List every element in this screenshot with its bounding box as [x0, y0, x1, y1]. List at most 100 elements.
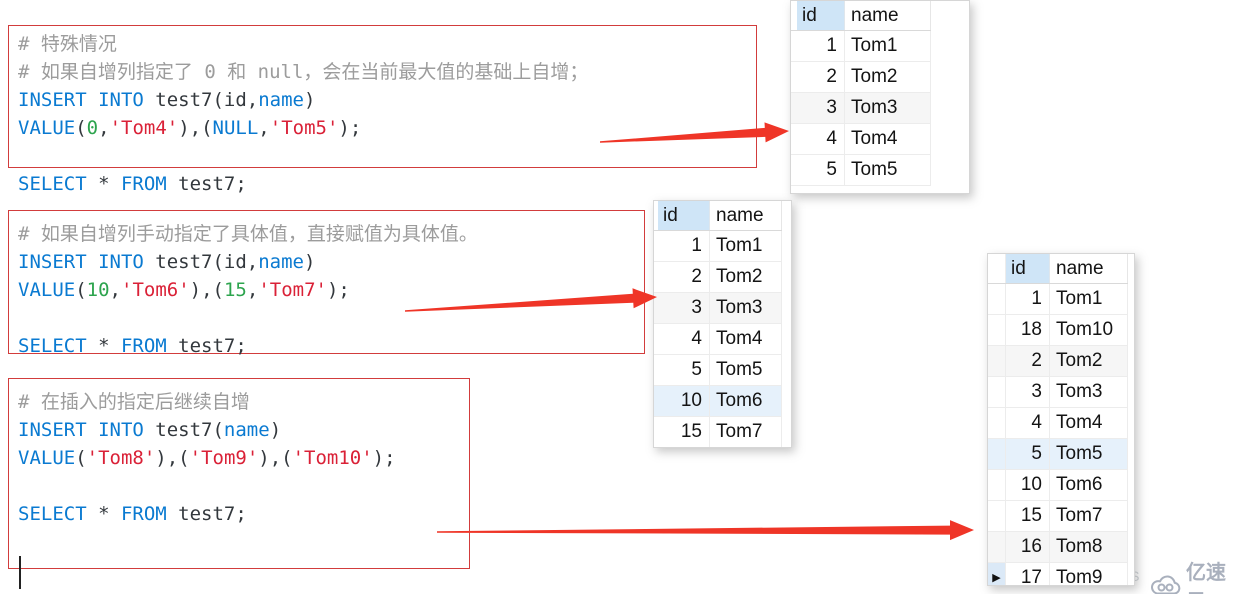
- cell-name[interactable]: Tom6: [1050, 470, 1128, 500]
- cell-id[interactable]: 2: [658, 262, 710, 292]
- cell-name[interactable]: Tom10: [1050, 315, 1128, 345]
- cell-id[interactable]: 1: [658, 231, 710, 261]
- cell-name[interactable]: Tom5: [710, 355, 782, 385]
- cell-id[interactable]: 3: [1006, 377, 1050, 407]
- cell-name[interactable]: Tom6: [710, 386, 782, 416]
- row-gutter-cell[interactable]: [988, 284, 1006, 314]
- cell-name[interactable]: Tom3: [845, 93, 931, 123]
- cell-name[interactable]: Tom4: [710, 324, 782, 354]
- cell-id[interactable]: 4: [797, 124, 845, 154]
- code-line[interactable]: INSERT INTO test7(id,name): [18, 86, 588, 114]
- code-line[interactable]: VALUE(0,'Tom4'),(NULL,'Tom5');: [18, 114, 588, 142]
- cell-name[interactable]: Tom8: [1050, 532, 1128, 562]
- code-line[interactable]: INSERT INTO test7(name): [18, 416, 396, 444]
- code-line[interactable]: # 如果自增列手动指定了具体值，直接赋值为具体值。: [18, 220, 478, 248]
- cell-name[interactable]: Tom3: [1050, 377, 1128, 407]
- code-line[interactable]: [18, 472, 396, 500]
- row-gutter-cell[interactable]: [988, 501, 1006, 531]
- column-header-id[interactable]: id: [1006, 254, 1050, 283]
- row-gutter-cell[interactable]: [988, 315, 1006, 345]
- code-line[interactable]: VALUE('Tom8'),('Tom9'),('Tom10');: [18, 444, 396, 472]
- column-header-name[interactable]: name: [1050, 254, 1128, 283]
- cell-id[interactable]: 5: [1006, 439, 1050, 469]
- row-gutter-cell[interactable]: ▶: [988, 563, 1006, 585]
- column-header-id[interactable]: id: [658, 201, 710, 230]
- code-line[interactable]: [18, 142, 588, 170]
- column-header-id[interactable]: id: [797, 1, 845, 30]
- cell-name[interactable]: Tom2: [710, 262, 782, 292]
- cell-id[interactable]: 4: [1006, 408, 1050, 438]
- code-line[interactable]: INSERT INTO test7(id,name): [18, 248, 478, 276]
- cell-id[interactable]: 1: [797, 31, 845, 61]
- cell-name[interactable]: Tom4: [845, 124, 931, 154]
- cell-id[interactable]: 15: [658, 417, 710, 447]
- cell-name[interactable]: Tom2: [1050, 346, 1128, 376]
- cell-name[interactable]: Tom4: [1050, 408, 1128, 438]
- cell-id[interactable]: 4: [658, 324, 710, 354]
- cell-id[interactable]: 3: [658, 293, 710, 323]
- cell-name[interactable]: Tom7: [710, 417, 782, 447]
- cell-id[interactable]: 2: [797, 62, 845, 92]
- cell-id[interactable]: 10: [658, 386, 710, 416]
- cell-name[interactable]: Tom2: [845, 62, 931, 92]
- code-block-manual-values[interactable]: # 如果自增列手动指定了具体值，直接赋值为具体值。INSERT INTO tes…: [18, 220, 478, 360]
- row-gutter-cell[interactable]: [988, 377, 1006, 407]
- row-gutter-cell[interactable]: [988, 346, 1006, 376]
- cell-name[interactable]: Tom7: [1050, 501, 1128, 531]
- code-line[interactable]: VALUE(10,'Tom6'),(15,'Tom7');: [18, 276, 478, 304]
- cell-name[interactable]: Tom5: [1050, 439, 1128, 469]
- cell-id[interactable]: 5: [658, 355, 710, 385]
- code-line[interactable]: [18, 304, 478, 332]
- code-line[interactable]: # 特殊情况: [18, 30, 588, 58]
- cell-id[interactable]: 16: [1006, 532, 1050, 562]
- column-header-name[interactable]: name: [845, 1, 931, 30]
- cell-id[interactable]: 18: [1006, 315, 1050, 345]
- cell-id[interactable]: 17: [1006, 563, 1050, 585]
- cell-id[interactable]: 15: [1006, 501, 1050, 531]
- row-gutter-cell[interactable]: [988, 470, 1006, 500]
- cell-name[interactable]: Tom9: [1050, 563, 1128, 585]
- cell-id[interactable]: 5: [797, 155, 845, 185]
- cell-name[interactable]: Tom1: [845, 31, 931, 61]
- cell-name[interactable]: Tom1: [710, 231, 782, 261]
- code-line[interactable]: SELECT * FROM test7;: [18, 170, 588, 198]
- cell-id[interactable]: 1: [1006, 284, 1050, 314]
- cell-name[interactable]: Tom1: [1050, 284, 1128, 314]
- cell-id[interactable]: 3: [797, 93, 845, 123]
- row-gutter-cell[interactable]: [988, 439, 1006, 469]
- code-line[interactable]: # 在插入的指定后继续自增: [18, 388, 396, 416]
- row-gutter-cell[interactable]: [988, 532, 1006, 562]
- row-gutter-cell[interactable]: [988, 408, 1006, 438]
- cell-id[interactable]: 10: [1006, 470, 1050, 500]
- code-line[interactable]: SELECT * FROM test7;: [18, 332, 478, 360]
- code-block-special-case[interactable]: # 特殊情况# 如果自增列指定了 0 和 null，会在当前最大值的基础上自增；…: [18, 30, 588, 198]
- cell-name[interactable]: Tom5: [845, 155, 931, 185]
- code-line[interactable]: # 如果自增列指定了 0 和 null，会在当前最大值的基础上自增；: [18, 58, 588, 86]
- cell-id[interactable]: 2: [1006, 346, 1050, 376]
- code-line[interactable]: SELECT * FROM test7;: [18, 500, 396, 528]
- column-header-name[interactable]: name: [710, 201, 782, 230]
